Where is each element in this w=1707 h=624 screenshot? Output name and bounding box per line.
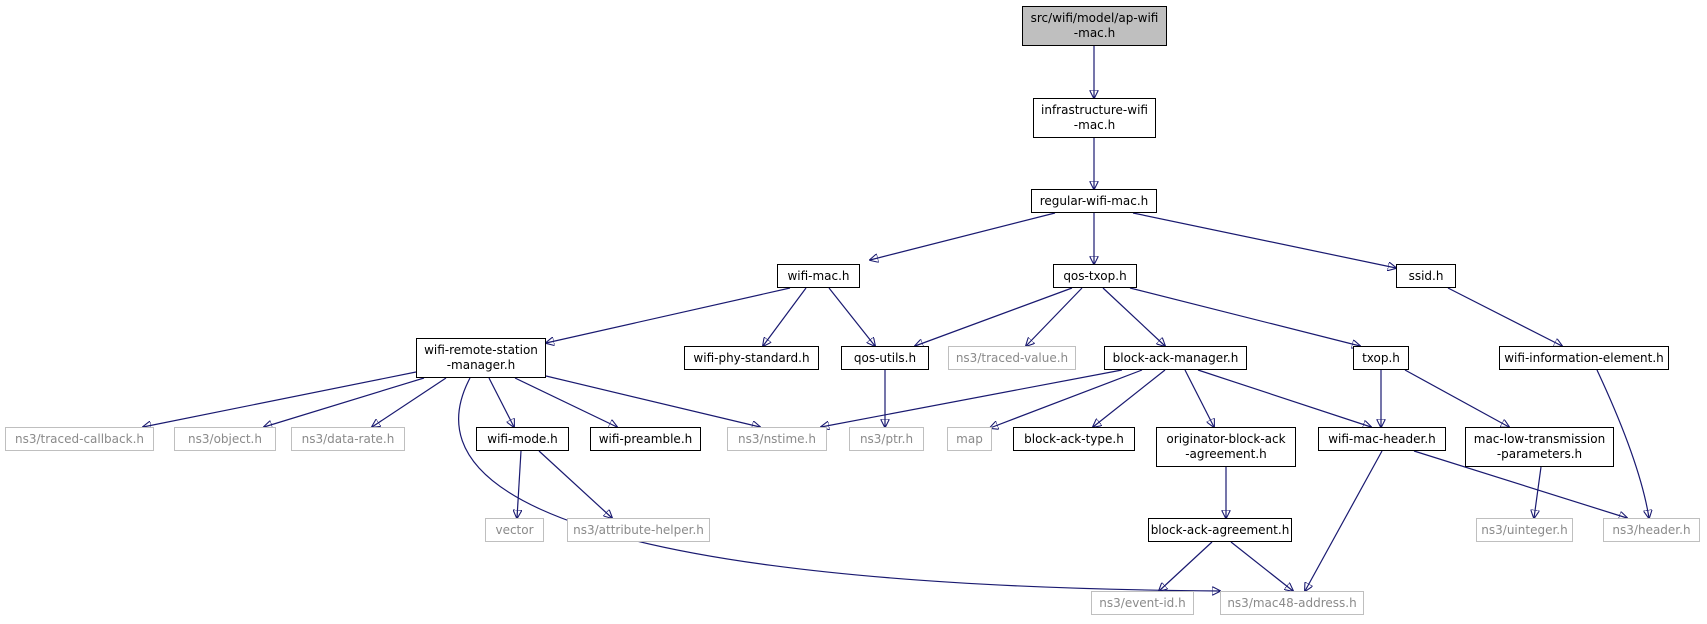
edge-wifi-remote-station-manager-to-object [264, 377, 425, 427]
edge-qos-txop-to-qos-utils [915, 287, 1073, 346]
edge-qos-txop-to-txop [1129, 287, 1360, 346]
node-infrastructure-wifi-mac[interactable]: infrastructure-wifi -mac.h [1033, 98, 1156, 138]
edge-wifi-remote-station-manager-to-wifi-mode [488, 377, 514, 427]
node-wifi-mac[interactable]: wifi-mac.h [777, 264, 860, 288]
node-traced-value: ns3/traced-value.h [948, 346, 1076, 370]
node-regular-wifi-mac[interactable]: regular-wifi-mac.h [1031, 189, 1157, 213]
node-wifi-mode[interactable]: wifi-mode.h [476, 427, 569, 451]
edge-ssid-to-wifi-information-element [1447, 287, 1562, 346]
edge-wifi-remote-station-manager-to-nstime [545, 375, 760, 427]
edge-wifi-remote-station-manager-to-traced-callback [143, 371, 417, 427]
node-qos-txop[interactable]: qos-txop.h [1053, 264, 1137, 288]
node-wifi-phy-standard[interactable]: wifi-phy-standard.h [684, 346, 819, 370]
edge-block-ack-manager-to-block-ack-type [1093, 369, 1166, 427]
edge-qos-txop-to-block-ack-manager [1102, 287, 1165, 346]
edge-qos-txop-to-traced-value [1026, 287, 1083, 346]
node-ap-wifi-mac: src/wifi/model/ap-wifi -mac.h [1022, 6, 1167, 46]
node-wifi-mac-header[interactable]: wifi-mac-header.h [1318, 427, 1446, 451]
node-object: ns3/object.h [174, 427, 276, 451]
node-txop[interactable]: txop.h [1353, 346, 1409, 370]
edge-wifi-remote-station-manager-to-wifi-preamble [514, 377, 617, 427]
node-mac48-address: ns3/mac48-address.h [1220, 591, 1364, 615]
edge-wifi-mac-to-wifi-remote-station-manager [546, 287, 791, 343]
node-uinteger: ns3/uinteger.h [1476, 518, 1573, 542]
edge-block-ack-manager-to-map [990, 369, 1143, 428]
node-block-ack-manager[interactable]: block-ack-manager.h [1104, 346, 1247, 370]
node-qos-utils[interactable]: qos-utils.h [841, 346, 929, 370]
edge-wifi-mode-to-vector [517, 450, 521, 518]
node-map: map [947, 427, 992, 451]
edge-wifi-mode-to-attribute-helper [538, 450, 612, 518]
node-wifi-remote-station-manager[interactable]: wifi-remote-station -manager.h [416, 338, 546, 378]
edge-block-ack-manager-to-nstime [821, 369, 1123, 427]
node-nstime: ns3/nstime.h [727, 427, 827, 451]
edge-block-ack-manager-to-wifi-mac-header [1197, 369, 1371, 427]
node-block-ack-type[interactable]: block-ack-type.h [1013, 427, 1135, 451]
edge-regular-wifi-mac-to-ssid [1132, 212, 1396, 268]
edge-block-ack-agreement-to-event-id [1159, 541, 1213, 591]
node-data-rate: ns3/data-rate.h [291, 427, 405, 451]
node-block-ack-agreement[interactable]: block-ack-agreement.h [1148, 518, 1292, 542]
edge-mac-low-transmission-parameters-to-uinteger [1534, 466, 1542, 518]
node-attribute-helper: ns3/attribute-helper.h [567, 518, 710, 542]
node-wifi-preamble[interactable]: wifi-preamble.h [590, 427, 701, 451]
node-traced-callback: ns3/traced-callback.h [5, 427, 154, 451]
edge-wifi-information-element-to-header [1596, 369, 1649, 518]
node-ptr: ns3/ptr.h [849, 427, 924, 451]
edge-wifi-remote-station-manager-to-mac48-address [458, 377, 1220, 591]
edge-wifi-mac-to-wifi-phy-standard [763, 287, 807, 346]
edge-regular-wifi-mac-to-wifi-mac [870, 212, 1056, 260]
node-mac-low-transmission-parameters[interactable]: mac-low-transmission -parameters.h [1465, 427, 1614, 467]
node-vector: vector [485, 518, 544, 542]
edge-wifi-mac-to-qos-utils [828, 287, 875, 346]
node-ssid[interactable]: ssid.h [1396, 264, 1456, 288]
node-originator-block-ack-agreement[interactable]: originator-block-ack -agreement.h [1156, 427, 1296, 467]
node-header: ns3/header.h [1603, 518, 1700, 542]
edge-txop-to-mac-low-transmission-parameters [1404, 369, 1509, 427]
edge-wifi-mac-header-to-header [1413, 450, 1627, 518]
node-event-id: ns3/event-id.h [1091, 591, 1194, 615]
node-wifi-information-element[interactable]: wifi-information-element.h [1499, 346, 1669, 370]
edge-wifi-remote-station-manager-to-data-rate [372, 377, 447, 427]
edge-block-ack-manager-to-originator-block-ack-agreement [1184, 369, 1214, 427]
edge-block-ack-agreement-to-mac48-address [1230, 541, 1293, 591]
edge-wifi-mac-header-to-mac48-address [1305, 450, 1383, 591]
